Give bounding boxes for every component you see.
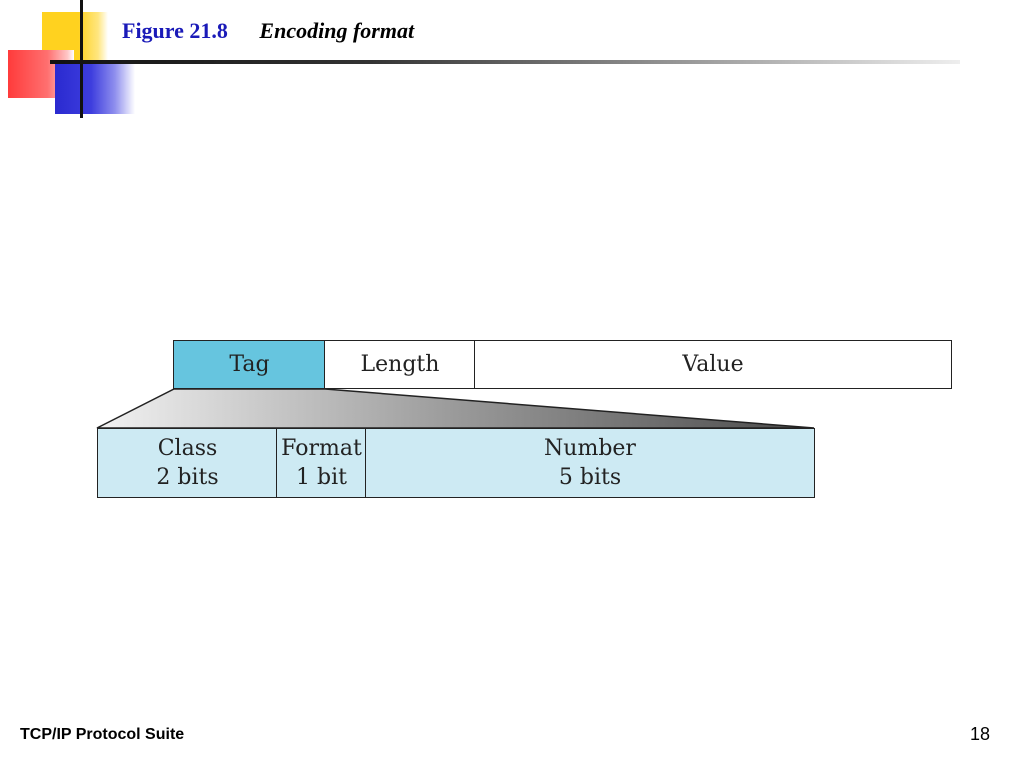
length-label: Length: [360, 352, 440, 377]
format-label: Format: [281, 436, 362, 461]
format-size: 1 bit: [296, 465, 347, 490]
decor-horizontal-rule: [50, 60, 960, 64]
page-number: 18: [969, 724, 990, 744]
class-label: Class: [157, 436, 218, 461]
slide-title: Figure 21.8 Encoding format: [122, 18, 414, 44]
class-size: 2 bits: [156, 465, 219, 490]
decor-vertical-line: [80, 0, 83, 118]
length-field: Length: [324, 340, 476, 389]
footer-title: TCP/IP Protocol Suite: [20, 726, 185, 743]
value-label: Value: [682, 352, 744, 377]
figure-number: Figure 21.8: [122, 18, 228, 43]
number-field: Number 5 bits: [365, 428, 815, 498]
format-field: Format 1 bit: [276, 428, 367, 498]
class-field: Class 2 bits: [97, 428, 278, 498]
decor-blue-square: [55, 62, 135, 114]
tag-field: Tag: [173, 340, 326, 389]
number-label: Number: [544, 436, 636, 461]
number-size: 5 bits: [558, 465, 622, 490]
tag-label: Tag: [229, 352, 270, 377]
figure-caption: Encoding format: [259, 18, 415, 43]
value-field: Value: [474, 340, 952, 389]
